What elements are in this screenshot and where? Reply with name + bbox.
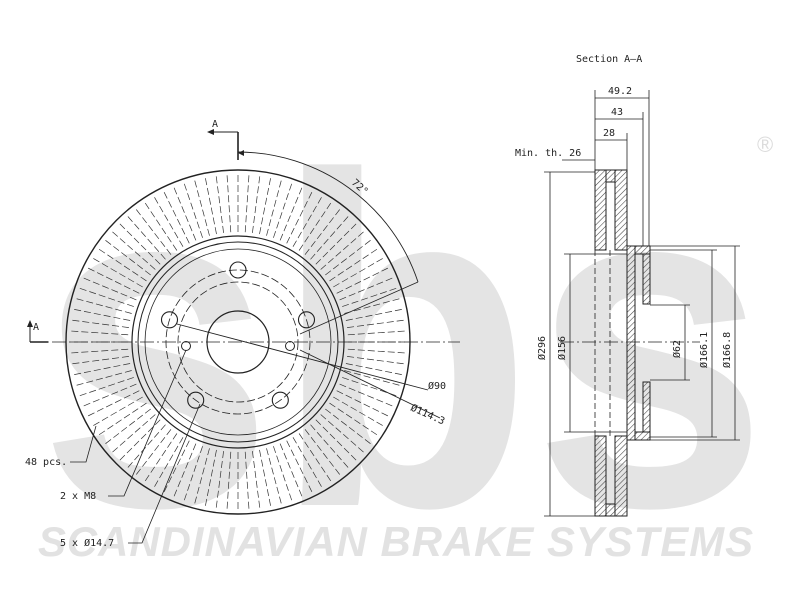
hat-face-upper bbox=[642, 253, 651, 305]
vane-cap-upper bbox=[605, 169, 616, 183]
hat-flange-bottom bbox=[634, 431, 651, 441]
dim-43: 43 bbox=[611, 107, 623, 118]
angle-ray bbox=[299, 281, 419, 335]
inboard-plate-upper bbox=[594, 169, 607, 251]
bolt-holes-label: 5 x Ø14.7 bbox=[60, 537, 114, 549]
section-mark-left-label: A bbox=[33, 322, 39, 333]
vane-cap-lower bbox=[605, 503, 616, 517]
leader-dia-114 bbox=[299, 349, 441, 419]
dia-90-circle bbox=[177, 281, 299, 403]
dia-90-label: Ø90 bbox=[428, 380, 446, 392]
threads-label: 2 x M8 bbox=[60, 491, 96, 502]
dia-62-label: Ø62 bbox=[671, 340, 683, 358]
leader-vanes bbox=[70, 425, 97, 463]
disc-friction-inner-edge bbox=[131, 235, 345, 449]
section-view bbox=[544, 90, 740, 517]
angle-arc bbox=[237, 151, 419, 283]
section-top-dimensions bbox=[562, 90, 650, 246]
dia-296-label: Ø296 bbox=[536, 336, 548, 360]
vanes-count-label: 48 pcs. bbox=[25, 457, 67, 468]
watermark-brand-letters: sbs bbox=[38, 80, 768, 600]
hat-flange-top bbox=[634, 245, 651, 255]
dia-166-1-label: Ø166.1 bbox=[698, 332, 710, 368]
dim-49-2: 49.2 bbox=[608, 86, 632, 97]
section-title: Section A–A bbox=[576, 54, 642, 65]
bolt-hole bbox=[187, 391, 205, 409]
bolt-hole bbox=[160, 311, 179, 329]
watermark-registered-mark: ® bbox=[757, 132, 773, 157]
dim-28: 28 bbox=[603, 128, 615, 139]
watermark-tagline: SCANDINAVIAN BRAKE SYSTEMS bbox=[38, 518, 754, 565]
watermark-logo: sbs ® SCANDINAVIAN BRAKE SYSTEMS bbox=[38, 80, 773, 600]
leader-threads bbox=[108, 349, 187, 497]
section-body bbox=[594, 169, 651, 517]
hat-outer-edge bbox=[137, 241, 339, 443]
dia-166-8-label: Ø166.8 bbox=[721, 332, 733, 368]
front-view bbox=[27, 129, 460, 544]
hat-wall bbox=[626, 245, 636, 441]
thread-hole-right bbox=[285, 341, 295, 351]
bolt-circle-dashed bbox=[165, 269, 311, 415]
bolt-holes bbox=[160, 261, 316, 409]
bolt-hole bbox=[271, 391, 289, 409]
leader-dia-90 bbox=[176, 323, 429, 391]
hat-face-lower bbox=[642, 381, 651, 433]
outboard-plate-upper bbox=[614, 169, 628, 251]
dia-156-label: Ø156 bbox=[556, 336, 568, 360]
section-mark-top-label: A bbox=[212, 119, 218, 130]
leader-bolt-holes bbox=[128, 403, 201, 544]
bolt-hole bbox=[229, 261, 247, 279]
center-bore bbox=[206, 310, 270, 374]
section-vertical-dimensions bbox=[544, 171, 740, 517]
inboard-plate-lower bbox=[594, 435, 607, 517]
min-thickness-label: Min. th. 26 bbox=[515, 148, 581, 159]
disc-outer-edge bbox=[65, 169, 411, 515]
section-view-labels: Section A–A 49.2 43 28 Min. th. 26 Ø296 … bbox=[515, 54, 733, 368]
hat-step bbox=[144, 248, 332, 436]
bolt-hole bbox=[297, 311, 316, 329]
outboard-plate-lower bbox=[614, 435, 628, 517]
